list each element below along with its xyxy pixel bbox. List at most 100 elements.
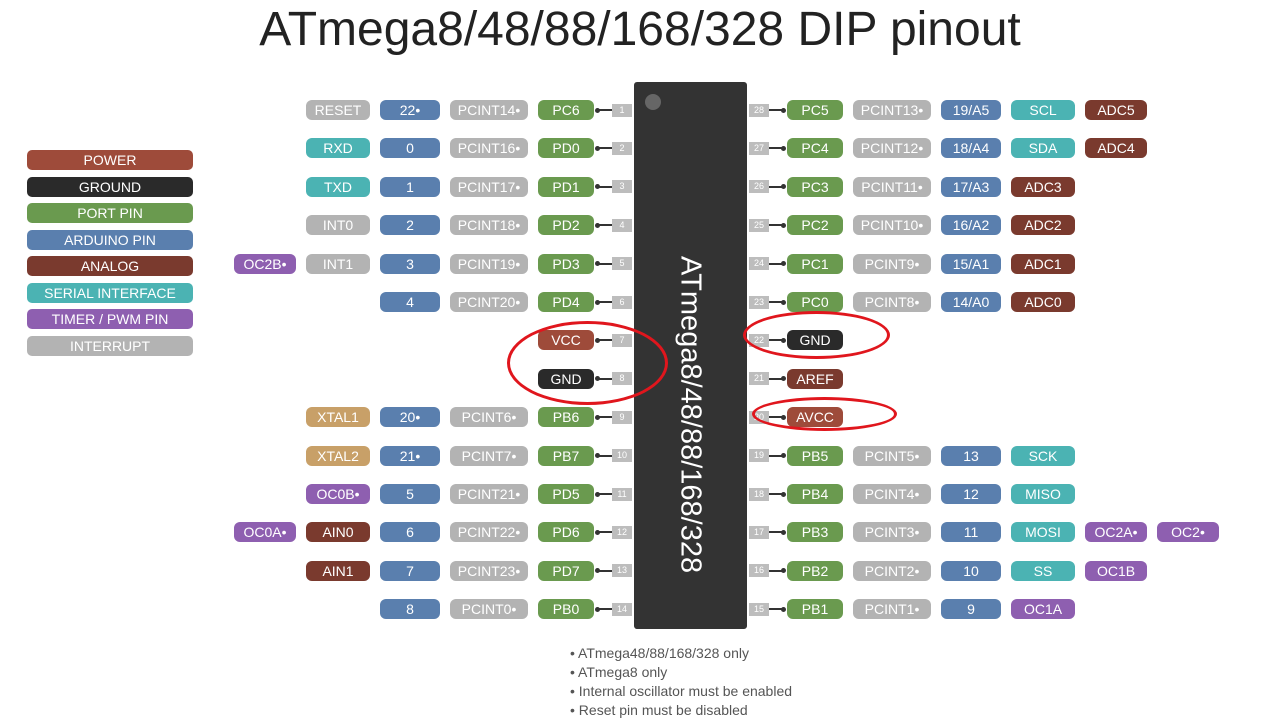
pin-number: 11 xyxy=(612,487,632,501)
pin-lead-dot xyxy=(781,568,786,574)
pin-tag-arduino: 5 xyxy=(380,484,440,504)
pin-tag-serial: MISO xyxy=(1011,484,1075,504)
pin-lead-dot xyxy=(595,529,600,535)
pin-lead-dot xyxy=(595,491,600,497)
pin-tag-interrupt: PCINT23• xyxy=(450,560,528,581)
legend-item-analog: ANALOG xyxy=(27,256,193,276)
pin-tag-analog: ADC0 xyxy=(1011,292,1075,312)
pin-lead-dot xyxy=(781,606,786,612)
pin-tag-interrupt: PCINT2• xyxy=(853,560,931,581)
highlight-circle-gnd-right xyxy=(743,311,890,359)
pin-tag-analog: ADC1 xyxy=(1011,253,1075,274)
legend-item-port: PORT PIN xyxy=(27,203,193,223)
pin-number: 12 xyxy=(612,525,632,539)
pin-tag-port: PC0 xyxy=(787,292,843,312)
pin-number: 3 xyxy=(612,180,632,194)
pin-lead-dot xyxy=(595,261,600,267)
pin-number: 14 xyxy=(612,602,632,616)
pin-lead xyxy=(769,301,783,303)
pin-tag-analog: ADC3 xyxy=(1011,176,1075,197)
footnote: • ATmega48/88/168/328 only xyxy=(570,645,749,661)
pin-tag-timer: OC2• xyxy=(1157,522,1219,543)
pin-number: 19 xyxy=(749,449,769,463)
pin-tag-serial: SS xyxy=(1011,560,1075,581)
pin-tag-port: PB7 xyxy=(538,445,594,466)
pin-tag-interrupt: PCINT18• xyxy=(450,215,528,236)
pin-tag-timer: OC2A• xyxy=(1085,522,1147,543)
pin-tag-timer: OC1A xyxy=(1011,599,1075,620)
pin-number: 23 xyxy=(749,295,769,309)
pin-tag-port: PB2 xyxy=(787,560,843,581)
pin-lead xyxy=(769,185,783,188)
pin-tag-interrupt: INT1 xyxy=(306,253,370,274)
pin-lead xyxy=(598,416,612,419)
pin-tag-xtal: XTAL1 xyxy=(306,407,370,428)
pin-tag-port: PD3 xyxy=(538,253,594,274)
pin-tag-serial: RXD xyxy=(306,138,370,159)
pin-lead-dot xyxy=(595,107,600,113)
pin-lead xyxy=(769,569,783,572)
pin-number: 15 xyxy=(749,602,769,616)
pin-lead xyxy=(769,608,783,611)
pin-number: 4 xyxy=(612,218,632,232)
pin-tag-analog: ADC2 xyxy=(1011,215,1075,236)
pin-tag-arduino: 1 xyxy=(380,176,440,197)
pin-tag-port: PB3 xyxy=(787,522,843,543)
pin-tag-interrupt: PCINT21• xyxy=(450,484,528,504)
pin-tag-serial: MOSI xyxy=(1011,522,1075,543)
legend-item-ground: GROUND xyxy=(27,176,193,197)
pin-tag-interrupt: PCINT6• xyxy=(450,407,528,428)
pin-tag-analog: AIN0 xyxy=(306,522,370,543)
pin-tag-interrupt: PCINT8• xyxy=(853,292,931,312)
pin-number: 13 xyxy=(612,564,632,578)
pin-tag-interrupt: PCINT17• xyxy=(450,176,528,197)
pin-tag-interrupt: PCINT7• xyxy=(450,445,528,466)
pin-tag-serial: TXD xyxy=(306,176,370,197)
pin-tag-arduino: 2 xyxy=(380,215,440,236)
pin-tag-interrupt: PCINT20• xyxy=(450,292,528,312)
pin-number: 1 xyxy=(612,103,632,117)
page-title: ATmega8/48/88/168/328 DIP pinout xyxy=(259,3,1021,56)
pin-tag-port: PD7 xyxy=(538,560,594,581)
pin-tag-interrupt: PCINT13• xyxy=(853,100,931,120)
pin-lead xyxy=(598,301,612,303)
pin-tag-arduino: 12 xyxy=(941,484,1001,504)
pin-lead-dot xyxy=(595,414,600,420)
pin-number: 25 xyxy=(749,218,769,232)
pin-lead xyxy=(769,454,783,457)
pin-tag-analog: AIN1 xyxy=(306,560,370,581)
pin-number: 10 xyxy=(612,449,632,463)
pin-tag-interrupt: PCINT14• xyxy=(450,100,528,120)
pin-tag-arduino: 3 xyxy=(380,253,440,274)
pin-lead xyxy=(598,147,612,150)
pin-lead-dot xyxy=(781,376,786,382)
legend-item-power: POWER xyxy=(27,150,193,170)
footnote: • Internal oscillator must be enabled xyxy=(570,683,793,699)
pin-tag-arduino: 15/A1 xyxy=(941,253,1001,274)
pin-lead xyxy=(598,608,612,611)
pin-lead-dot xyxy=(595,453,600,459)
pin-tag-analog: ADC4 xyxy=(1085,138,1147,159)
pin-lead xyxy=(769,147,783,150)
pin-tag-interrupt: PCINT11• xyxy=(853,176,931,197)
pin-lead-dot xyxy=(781,529,786,535)
pin-tag-xtal: XTAL2 xyxy=(306,445,370,466)
pin-tag-port: PC4 xyxy=(787,138,843,159)
pin-tag-analog: AREF xyxy=(787,368,843,389)
legend-item-serial: SERIAL INTERFACE xyxy=(27,282,193,303)
pin-tag-port: PC1 xyxy=(787,253,843,274)
pin-lead xyxy=(598,185,612,188)
pin-tag-arduino: 6 xyxy=(380,522,440,543)
pin-tag-interrupt: PCINT19• xyxy=(450,253,528,274)
pin-tag-interrupt: PCINT16• xyxy=(450,138,528,159)
footnotes: • ATmega48/88/168/328 only• ATmega8 only… xyxy=(570,644,792,720)
pin-tag-interrupt: RESET xyxy=(306,100,370,120)
pin-tag-port: PC6 xyxy=(538,100,594,120)
highlight-circle-vcc-gnd xyxy=(507,321,668,405)
pin-number: 17 xyxy=(749,525,769,539)
pin-tag-interrupt: PCINT1• xyxy=(853,599,931,620)
pin-number: 6 xyxy=(612,295,632,309)
pin-tag-arduino: 18/A4 xyxy=(941,138,1001,159)
pin-lead-dot xyxy=(595,145,600,151)
pin-tag-port: PC2 xyxy=(787,215,843,236)
